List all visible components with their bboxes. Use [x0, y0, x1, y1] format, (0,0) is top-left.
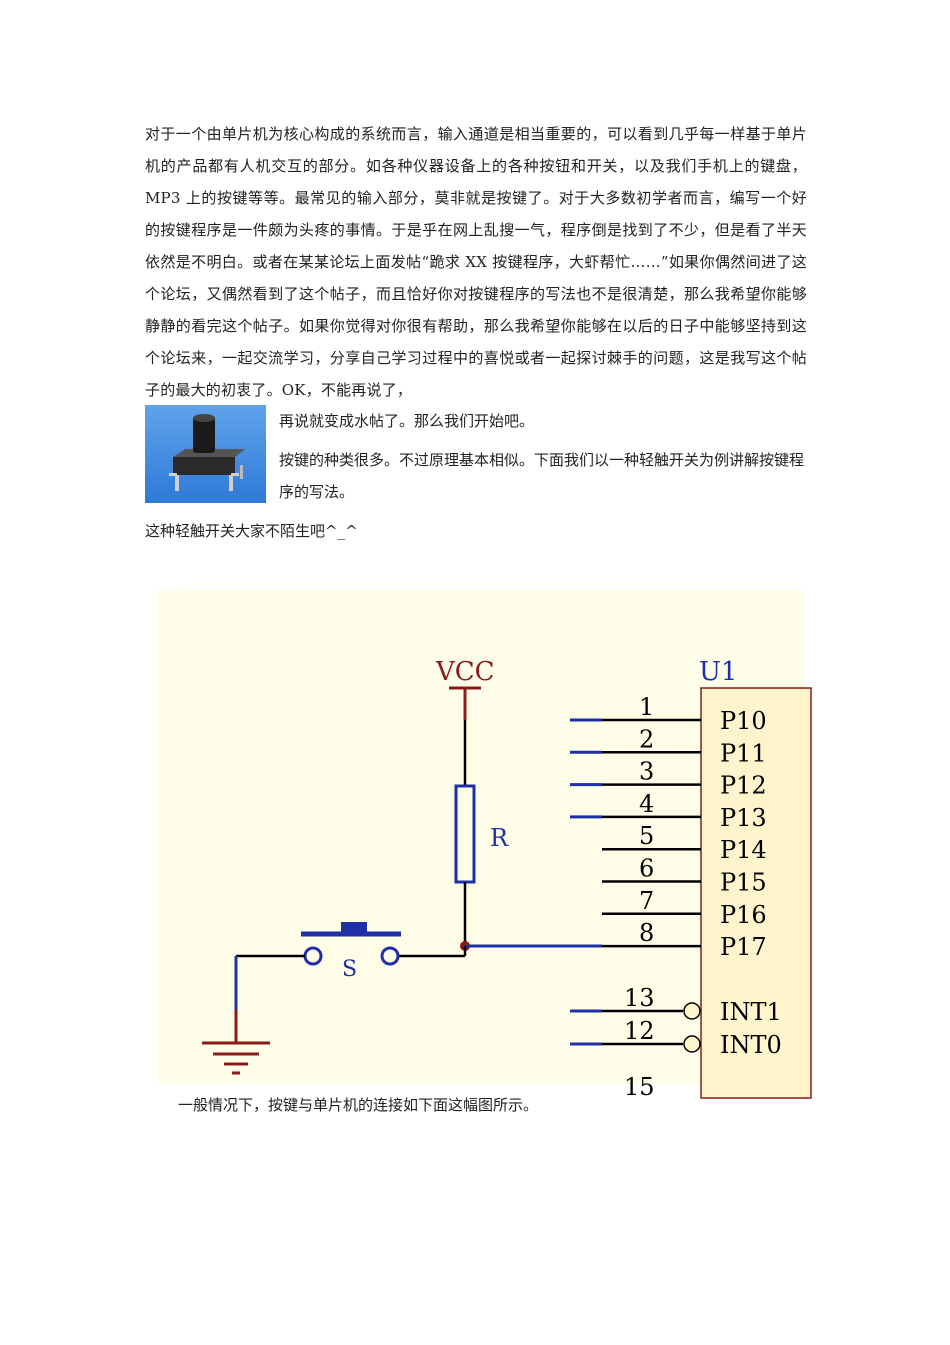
side-text-1: 再说就变成水帖了。那么我们开始吧。	[279, 412, 535, 430]
switch-label: S	[342, 957, 357, 982]
vcc-label: VCC	[435, 657, 495, 687]
resistor	[454, 784, 476, 884]
pin-name: P11	[720, 739, 767, 767]
pin-number: 3	[639, 758, 654, 786]
pin-number: 2	[639, 725, 654, 753]
int-pin-number: 12	[624, 1017, 655, 1045]
pin-number: 4	[639, 790, 654, 818]
pin-name: P14	[720, 836, 767, 864]
pin-name: P13	[720, 804, 767, 832]
inversion-bubble	[683, 1002, 701, 1020]
pin-name: P10	[720, 707, 767, 735]
int-pin-name: INT1	[720, 998, 782, 1026]
pin-name: P17	[720, 933, 767, 961]
intro-paragraph: 对于一个由单片机为核心构成的系统而言，输入通道是相当重要的，可以看到几乎每一样基…	[145, 125, 807, 399]
pin-number: 5	[639, 822, 654, 850]
pin-name: P16	[720, 901, 767, 929]
pin-name: P12	[720, 772, 767, 800]
pin-number: 8	[639, 919, 654, 947]
cut-pin-number: 15	[624, 1073, 655, 1101]
connection-caption: 一般情况下，按键与单片机的连接如下面这幅图所示。	[178, 1096, 539, 1114]
inversion-bubble	[683, 1035, 701, 1053]
pin-name: P15	[720, 869, 767, 897]
pin-number: 7	[639, 887, 654, 915]
pin-number: 1	[639, 693, 654, 721]
int-pin-name: INT0	[720, 1031, 782, 1059]
side-text-2: 按键的种类很多。不过原理基本相似。下面我们以一种轻触开关为例讲解按键程序的写法。	[279, 451, 805, 501]
pin-number: 6	[639, 855, 654, 883]
chip-body	[700, 687, 812, 1099]
chip-label: U1	[699, 657, 737, 687]
switch-caption: 这种轻触开关大家不陌生吧^_^	[145, 522, 358, 540]
int-pin-number: 13	[624, 984, 655, 1012]
resistor-label: R	[490, 824, 509, 852]
tact-switch-photo	[145, 405, 266, 503]
